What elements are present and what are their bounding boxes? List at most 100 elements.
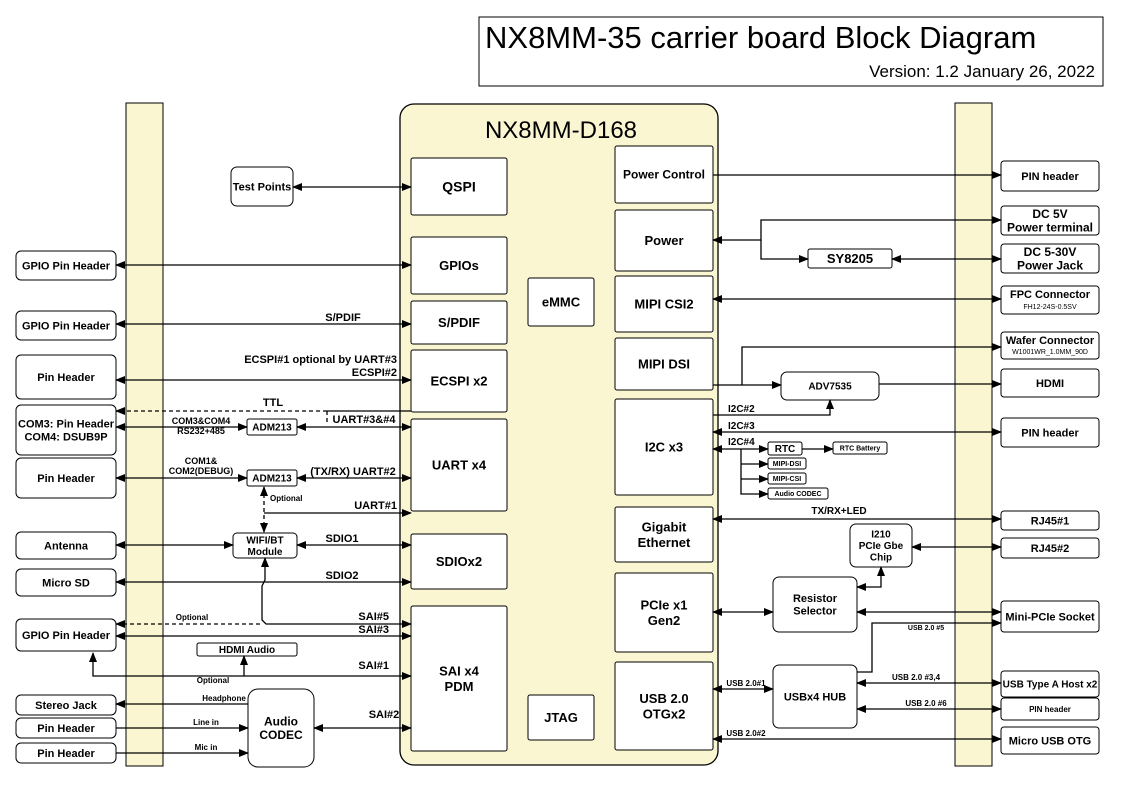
fpc-connector-label: FPC Connector xyxy=(1010,289,1091,301)
signal-label-txrx-led: TX/RX+LED xyxy=(811,506,866,517)
i2c-block: I2C x3 xyxy=(614,398,714,496)
rj45-2-label: RJ45#2 xyxy=(1031,543,1070,555)
signal-label-sai5: SAI#5 xyxy=(358,611,389,623)
connection-lines xyxy=(89,171,1002,757)
micro-usb-otg-label: Micro USB OTG xyxy=(1009,735,1092,747)
som-title: NX8MM-D168 xyxy=(485,117,637,144)
emmc-block: eMMC xyxy=(527,277,595,327)
right-pin-header-2-label: PIN header xyxy=(1021,427,1079,439)
signal-label-line-in: Line in xyxy=(193,718,219,727)
signal-label-usb20-2: USB 2.0#2 xyxy=(726,729,766,738)
wifi-bt-module-label: Module xyxy=(248,547,283,558)
mipi-csi2-block-frame xyxy=(614,275,714,333)
mini-pcie-socket-frame xyxy=(1000,600,1100,633)
usb-block-label: USB 2.0 xyxy=(639,691,688,706)
right-pin-header-1-label: PIN header xyxy=(1021,171,1079,183)
signal-label-uart2: (TX/RX) UART#2 xyxy=(310,466,396,478)
uart-block-label: UART x4 xyxy=(432,458,487,473)
resistor-selector-frame xyxy=(772,576,858,633)
antenna-connector: Antenna xyxy=(15,531,117,560)
signal-label-optional-hdmi: Optional xyxy=(197,676,229,685)
pin-header-2: Pin Header xyxy=(15,457,117,499)
rj45-1: RJ45#1 xyxy=(1000,510,1100,531)
antenna-connector-label: Antenna xyxy=(44,540,89,552)
gigabit-block-label: Gigabit xyxy=(642,519,687,534)
mipi-csi-tag: MIPI-CSI xyxy=(767,472,807,485)
dc-5v-terminal-label: Power terminal xyxy=(1007,221,1093,235)
signal-label-i2c4: I2C#4 xyxy=(728,437,755,448)
qspi-block: QSPI xyxy=(410,157,508,216)
pcie-block-label: Gen2 xyxy=(648,613,681,628)
mipi-csi2-block-label: MIPI CSI2 xyxy=(634,297,693,312)
gpio-pin-header-1-label: GPIO Pin Header xyxy=(22,260,111,272)
power-control-block: Power Control xyxy=(614,145,714,204)
mini-pcie-socket: Mini-PCIe Socket xyxy=(1000,600,1100,633)
hdmi-connector: HDMI xyxy=(1000,368,1100,398)
sai-block-label: SAI x4 xyxy=(439,663,480,678)
sy8205-chip-label: SY8205 xyxy=(827,251,873,266)
power-block-label: Power xyxy=(644,233,683,248)
mipi-dsi-tag: MIPI-DSI xyxy=(767,457,807,470)
usb-block-frame xyxy=(614,661,714,751)
usb5-wire xyxy=(857,619,1002,673)
right-pin-header-3: PIN header xyxy=(1000,697,1100,721)
title-box: NX8MM-35 carrier board Block Diagram Ver… xyxy=(478,16,1104,87)
resistor-selector-label: Resistor xyxy=(793,593,838,605)
gpios-block: GPIOs xyxy=(410,236,508,295)
signal-label-usb20-1: USB 2.0#1 xyxy=(726,679,766,688)
pin-header-line-in-label: Pin Header xyxy=(37,723,95,735)
pin-header-mic-in: Pin Header xyxy=(15,742,117,764)
rtc-battery-label: RTC Battery xyxy=(840,445,881,452)
i2c2-wire xyxy=(713,399,834,416)
sai1-wire xyxy=(89,652,412,680)
hdmi-audio: HDMI Audio xyxy=(196,642,298,657)
i210-chip-label: PCIe Gbe xyxy=(859,541,904,552)
com-pin-header-label: COM4: DSUB9P xyxy=(24,431,107,443)
signal-label-optional-wifi: Optional xyxy=(270,494,302,503)
adm213-1-label: ADM213 xyxy=(252,423,292,434)
com-pin-header-label: COM3: Pin Header xyxy=(18,418,115,430)
signal-label-spdif: S/PDIF xyxy=(325,312,361,324)
signal-label-optional-sai: Optional xyxy=(176,613,208,622)
audio-codec-tag-label: Audio CODEC xyxy=(774,491,821,498)
usb-hub-frame xyxy=(772,664,858,729)
signal-label-usb20-34: USB 2.0 #3,4 xyxy=(892,673,941,682)
gigabit-block-frame xyxy=(614,506,714,563)
signal-label-com12-b: COM2(DEBUG) xyxy=(169,466,234,476)
wifi-bt-module-label: WIFI/BT xyxy=(246,535,283,546)
fpc-connector-part-number: FH12-24S-0.5SV xyxy=(1023,304,1077,311)
signal-label-sai3: SAI#3 xyxy=(358,624,389,636)
pin-header-line-in: Pin Header xyxy=(15,717,117,739)
stereo-jack-label: Stereo Jack xyxy=(35,700,98,712)
gpio-pin-header-3-label: GPIO Pin Header xyxy=(22,630,111,642)
micro-usb-otg: Micro USB OTG xyxy=(1000,726,1100,755)
usb-type-a-host: USB Type A Host x2 xyxy=(1000,670,1100,698)
micro-sd-connector: Micro SD xyxy=(15,568,117,597)
signal-label-usb20-5: USB 2.0 #5 xyxy=(908,625,944,632)
wafer-connector-label: Wafer Connector xyxy=(1006,335,1095,347)
signal-label-ecspi2: ECSPI#2 xyxy=(352,367,397,379)
mipi-csi-tag-label: MIPI-CSI xyxy=(773,476,801,483)
gpio-pin-header-1: GPIO Pin Header xyxy=(15,250,117,281)
dc-5-30v-jack-label: Power Jack xyxy=(1017,259,1083,273)
test-points: Test Points xyxy=(230,166,294,207)
sy8205-chip: SY8205 xyxy=(807,248,893,269)
signal-label-i2c3: I2C#3 xyxy=(728,421,755,432)
dc-5-30v-jack-label: DC 5-30V xyxy=(1024,245,1077,259)
pin-header-mic-in-label: Pin Header xyxy=(37,748,95,760)
usb-hub: USBx4 HUB xyxy=(772,664,858,729)
emmc-block-label: eMMC xyxy=(542,295,581,310)
signal-label-usb20-6: USB 2.0 #6 xyxy=(905,699,947,708)
pin-header-1: Pin Header xyxy=(15,354,117,400)
audio-codec-tag: Audio CODEC xyxy=(767,487,829,500)
diagram-title: NX8MM-35 carrier board Block Diagram xyxy=(485,20,1036,55)
